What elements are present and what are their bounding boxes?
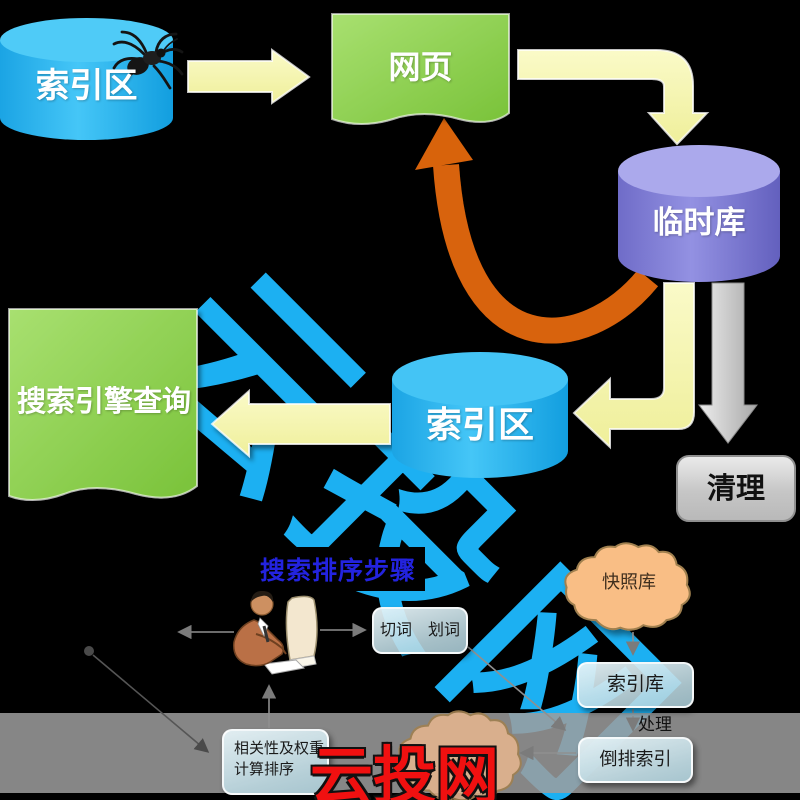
index-lib-box: 索引库 bbox=[577, 662, 694, 708]
spider-icon bbox=[112, 30, 184, 90]
relevance-ranking-box: 相关性及权重 计算排序 bbox=[222, 729, 329, 795]
relevance-line1: 相关性及权重 bbox=[234, 739, 325, 757]
document-search-query bbox=[8, 308, 198, 501]
label-search-query: 搜索引擎查询 bbox=[16, 384, 191, 418]
cleanup-box: 清理 bbox=[676, 455, 796, 522]
webpage-to-tempdb-arrow bbox=[517, 49, 710, 146]
footer-watermark: 云投网 bbox=[310, 740, 499, 800]
result-cloud-shape bbox=[398, 710, 522, 800]
inverted-index-box: 倒排索引 bbox=[578, 737, 693, 783]
person-at-computer-icon bbox=[233, 590, 318, 675]
relevance-line2: 计算排序 bbox=[234, 760, 295, 778]
cylinder-temp-db bbox=[618, 145, 780, 282]
label-index-db: 索引区 bbox=[425, 405, 534, 446]
annotation-dot-arrow bbox=[84, 646, 210, 753]
label-process: 处理 bbox=[638, 715, 672, 735]
label-snapshot-db: 快照库 bbox=[602, 572, 656, 593]
label-temp-db: 临时库 bbox=[652, 205, 746, 241]
tempdb-to-indexdb-arrow bbox=[572, 282, 695, 450]
cylinder-index-source bbox=[0, 18, 173, 140]
tempdb-to-cleanup-arrow bbox=[697, 282, 759, 444]
cylinder-index-db bbox=[392, 352, 568, 478]
ranking-steps-title: 搜索排序步骤 bbox=[251, 547, 426, 591]
indexdb-to-query-arrow bbox=[210, 388, 391, 459]
word-segmentation-box: 切词 划词 bbox=[372, 607, 468, 654]
document-webpage bbox=[331, 13, 510, 125]
segmentation-to-inverted-arrow bbox=[467, 646, 567, 731]
snapshot-cloud-shape bbox=[564, 542, 691, 631]
recrawl-arrow-orange bbox=[415, 118, 659, 344]
crawl-arrow bbox=[187, 48, 311, 105]
label-index-db-source: 索引区 bbox=[35, 66, 138, 106]
label-webpage: 网页 bbox=[388, 48, 453, 86]
